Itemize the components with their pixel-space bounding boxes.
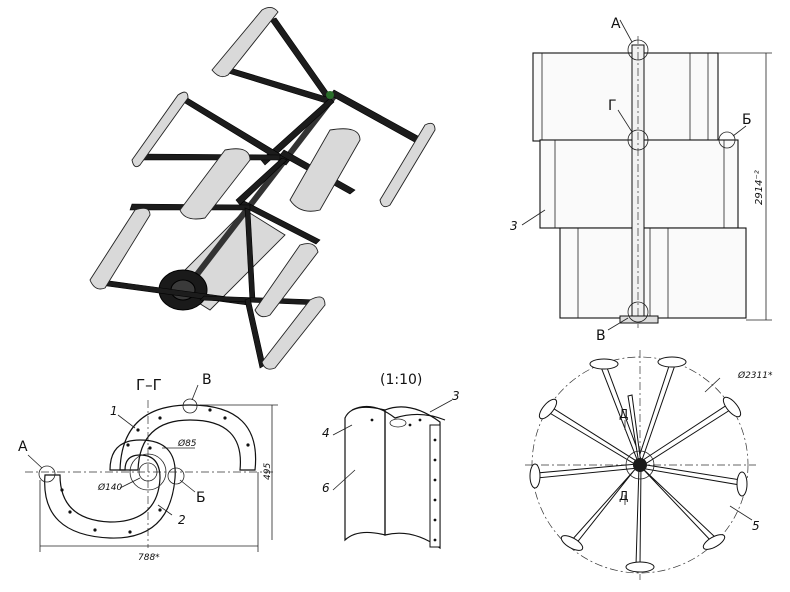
front-base: [619, 315, 659, 324]
section-dim-width: 788*: [138, 553, 160, 563]
iso-shaft: [182, 93, 338, 292]
top-arm-ends: [529, 356, 748, 573]
section-gg-view: Г–Г В А Б 1 2 788* 495 Ø85 Ø140: [18, 372, 278, 563]
front-label-v: В: [596, 328, 606, 344]
front-label-part-3: 3: [510, 219, 518, 233]
top-label-part-5: 5: [752, 519, 760, 533]
front-blade-panel-upper: [532, 52, 719, 142]
front-height-dimension: 2914⁻²: [754, 170, 765, 205]
iso-blade: [289, 128, 361, 212]
blade-label-part-4: 4: [322, 426, 330, 440]
detail-circle-b: [718, 131, 736, 149]
section-marker-v: [182, 398, 198, 414]
front-label-a: А: [611, 16, 621, 32]
iso-arm: [239, 200, 321, 245]
blade-label-part-3: 3: [452, 389, 460, 403]
front-blade-panel-lower: [559, 227, 747, 319]
detail-circle-g: [627, 129, 649, 151]
iso-blade: [211, 7, 279, 78]
blade-label-part-6: 6: [322, 481, 330, 495]
blade-rivets: [370, 418, 437, 542]
top-diameter-label: Ø2311*: [737, 370, 773, 381]
section-dim-140: Ø140: [97, 482, 123, 493]
blade-scale-label: (1:10): [380, 372, 422, 388]
section-rivets: [60, 408, 250, 534]
section-marker-a: [38, 465, 56, 483]
iso-blade: [254, 243, 319, 318]
section-label-v: В: [202, 372, 212, 388]
iso-blade: [261, 296, 326, 370]
section-label-part-2: 2: [178, 513, 186, 527]
top-hub: [633, 458, 647, 472]
blade-detail-view: (1:10) 4 6 3: [322, 372, 460, 550]
iso-blade: [379, 122, 436, 208]
top-label-d-lower: Д: [619, 489, 628, 503]
front-view: А Г Б 3 В 2914⁻²: [510, 16, 772, 344]
iso-arm: [260, 97, 335, 166]
isometric-rotor-view: [89, 7, 436, 370]
section-dim-85: Ø85: [177, 438, 197, 449]
detail-circle-a: [627, 39, 649, 61]
front-label-b: Б: [742, 112, 752, 128]
section-label-part-1: 1: [110, 404, 118, 418]
iso-hub-top: [326, 91, 334, 99]
front-label-g: Г: [608, 98, 617, 114]
top-view: Ø2311* Д Д 5: [525, 350, 773, 580]
section-label-a: А: [18, 439, 28, 455]
iso-blade: [131, 91, 189, 168]
iso-blade: [89, 207, 151, 290]
blade-front-panel: [384, 406, 441, 550]
section-label-b: Б: [196, 490, 206, 506]
section-spiral-outer: [44, 439, 176, 539]
top-hub-ring: [625, 450, 655, 480]
top-label-d-upper: Д: [619, 407, 628, 421]
iso-arm: [137, 153, 281, 161]
blade-shaft-hole: [389, 418, 407, 428]
detail-circle-v: [627, 301, 649, 323]
blade-top-edge: [351, 405, 446, 421]
section-spiral-inner: [119, 404, 257, 471]
section-title: Г–Г: [136, 376, 162, 394]
section-dim-height: 495: [263, 463, 273, 480]
section-marker-b: [167, 467, 185, 485]
blade-flange: [429, 424, 441, 548]
iso-blade: [179, 148, 251, 220]
